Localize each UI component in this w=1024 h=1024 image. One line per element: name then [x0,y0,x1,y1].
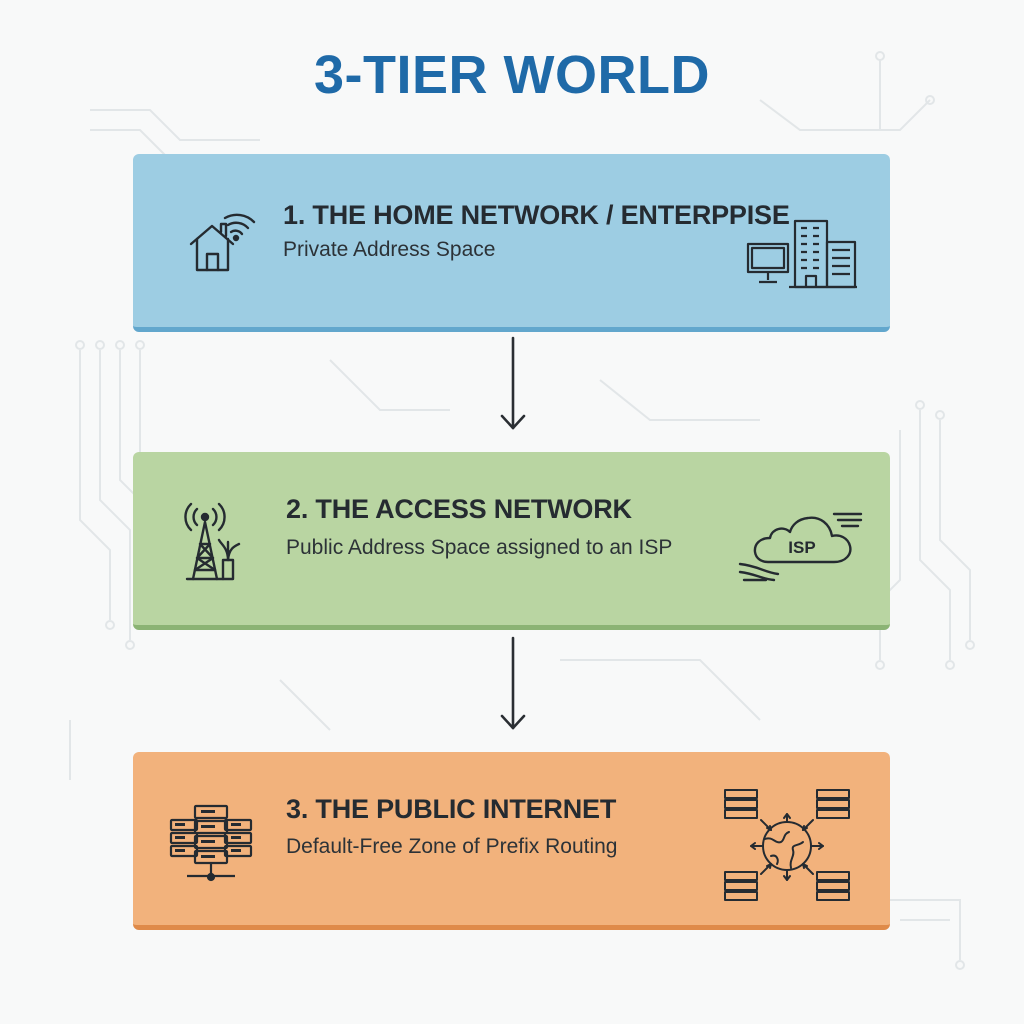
isp-cloud-label: ISP [788,538,815,557]
cell-tower-icon [184,502,241,581]
flow-arrow-2 [500,636,526,730]
tier-3-heading: 3. THE PUBLIC INTERNET [286,794,617,824]
tier-home-network: 1. THE HOME NETWORK / ENTERPPISE Private… [133,154,890,332]
isp-cloud-icon: ISP [738,512,863,582]
tier-1-subtitle: Private Address Space [283,238,496,261]
server-stack-icon [169,804,253,882]
flow-arrow-1 [500,336,526,430]
tier-3-subtitle: Default-Free Zone of Prefix Routing [286,835,618,858]
tier-2-subtitle: Public Address Space assigned to an ISP [286,536,673,559]
enterprise-building-icon [746,219,857,289]
tier-2-heading: 2. THE ACCESS NETWORK [286,494,632,524]
tier-access-network: 2. THE ACCESS NETWORK Public Address Spa… [133,452,890,630]
tier-1-heading: 1. THE HOME NETWORK / ENTERPPISE [283,200,790,230]
home-wifi-icon [189,213,256,272]
page-title: 3-TIER WORLD [314,45,710,105]
globe-network-icon [724,789,850,901]
tier-public-internet: 3. THE PUBLIC INTERNET Default-Free Zone… [133,752,890,930]
